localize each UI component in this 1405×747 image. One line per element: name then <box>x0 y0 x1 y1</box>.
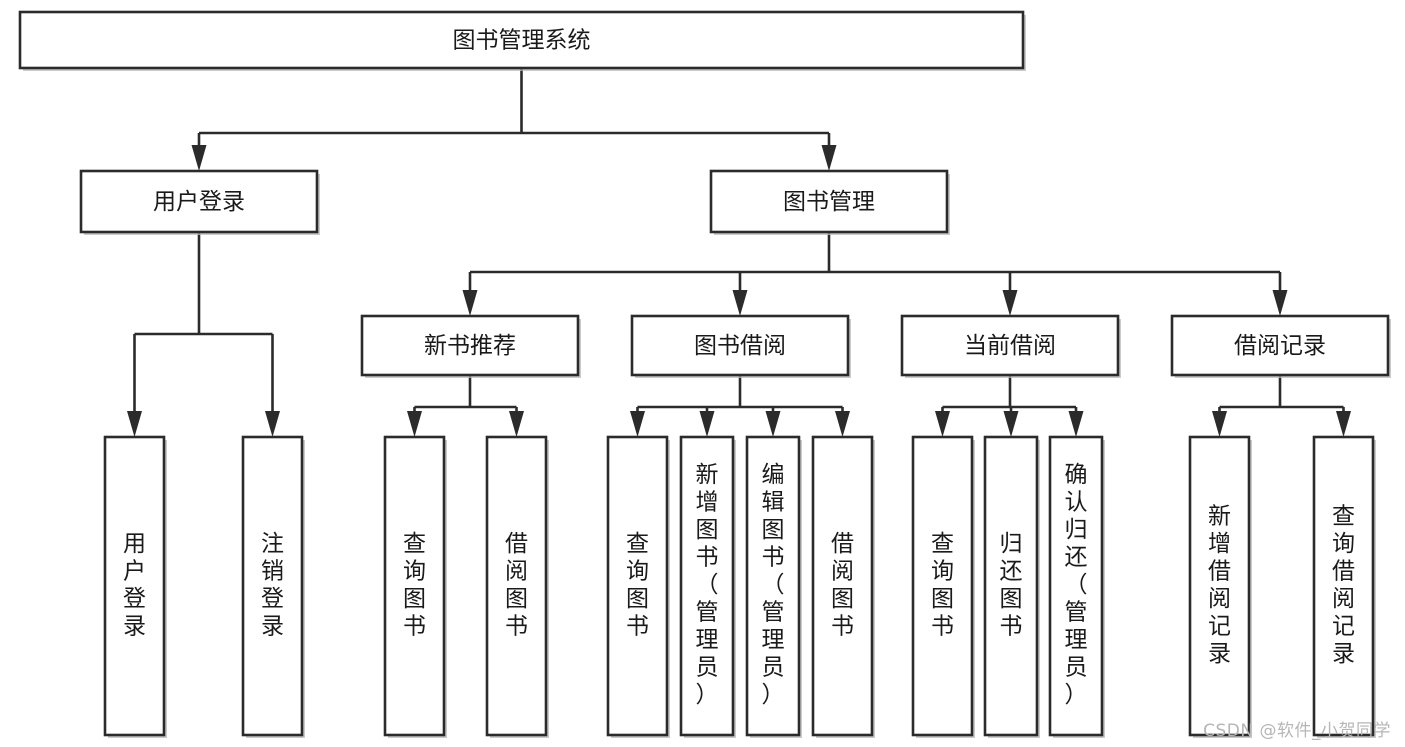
node-layer: 图书管理系统用户登录图书管理新书推荐图书借阅当前借阅借阅记录用户登录注销登录查询… <box>18 10 1391 738</box>
node-leaf-rec-query[interactable]: 查询借阅记录 <box>1312 435 1376 738</box>
node-l3-record[interactable]: 借阅记录 <box>1170 314 1391 378</box>
node-l3-new[interactable]: 新书推荐 <box>360 314 581 378</box>
node-box[interactable] <box>1312 435 1375 737</box>
csdn-watermark: CSDN @软件_小贺同学 <box>1203 721 1391 741</box>
node-leaf-cur-confirm[interactable]: 确认归还（管理员） <box>1048 435 1105 738</box>
node-label: 借阅图书 <box>831 531 854 640</box>
node-leaf-cur-query[interactable]: 查询图书 <box>911 435 975 738</box>
arrow-head-l3_record <box>1272 290 1288 316</box>
node-label: 确认归还（管理员） <box>1065 462 1088 708</box>
node-l2-book[interactable]: 图书管理 <box>709 169 950 235</box>
connector-group-l3_current <box>935 375 1084 437</box>
arrow-head-l3_borrow <box>732 290 748 316</box>
connector-group-root <box>191 68 837 171</box>
node-box[interactable] <box>900 314 1120 377</box>
node-label: 查询图书 <box>403 531 426 640</box>
arrow-head-leaf_rec_add <box>1212 411 1227 437</box>
arrow-head-l3_current <box>1002 290 1018 316</box>
arrow-head-leaf_user_logout <box>265 411 280 437</box>
node-label: 当前借阅 <box>964 333 1056 359</box>
node-label: 查询图书 <box>931 531 954 640</box>
node-label: 查询图书 <box>626 531 649 640</box>
node-l2-user[interactable]: 用户登录 <box>79 169 320 235</box>
connector-layer <box>127 68 1351 437</box>
node-box[interactable] <box>79 169 319 234</box>
node-box[interactable] <box>709 169 949 234</box>
node-label: 编辑图书（管理员） <box>762 462 785 708</box>
node-box[interactable] <box>630 314 850 377</box>
node-label: 用户登录 <box>123 531 146 640</box>
node-leaf-bw-add[interactable]: 新增图书（管理员） <box>679 435 736 738</box>
node-box[interactable] <box>911 435 974 737</box>
node-label: 借阅图书 <box>505 531 528 640</box>
arrow-head-l2_book <box>821 145 837 171</box>
node-label: 新增图书（管理员） <box>696 462 719 708</box>
connector-group-l3_borrow <box>630 375 850 437</box>
node-box[interactable] <box>983 435 1039 737</box>
node-leaf-cur-return[interactable]: 归还图书 <box>983 435 1040 738</box>
arrow-head-leaf_cur_return <box>1003 411 1019 437</box>
node-box[interactable] <box>1188 435 1251 737</box>
arrow-head-leaf_bw_borrow <box>835 411 850 437</box>
node-leaf-rec-add[interactable]: 新增借阅记录 <box>1188 435 1252 738</box>
node-l3-current[interactable]: 当前借阅 <box>900 314 1121 378</box>
node-leaf-bw-query[interactable]: 查询图书 <box>606 435 670 738</box>
node-label: 图书借阅 <box>694 333 786 359</box>
connector-group-l3_new <box>407 375 524 437</box>
arrow-head-leaf_bw_add <box>699 411 715 437</box>
arrow-head-leaf_new_borrow <box>509 411 524 437</box>
arrow-head-leaf_bw_query <box>630 411 645 437</box>
node-box[interactable] <box>485 435 548 737</box>
arrow-head-leaf_cur_confirm <box>1068 411 1084 437</box>
node-leaf-user-logout[interactable]: 注销登录 <box>241 435 305 738</box>
node-box[interactable] <box>383 435 446 737</box>
node-label: 借阅记录 <box>1234 333 1326 359</box>
node-label: 图书管理系统 <box>453 28 591 54</box>
node-box[interactable] <box>360 314 580 377</box>
node-leaf-bw-borrow[interactable]: 借阅图书 <box>811 435 875 738</box>
node-box[interactable] <box>103 435 166 737</box>
arrow-head-leaf_bw_edit <box>765 411 781 437</box>
arrow-head-leaf_rec_query <box>1336 411 1351 437</box>
node-box[interactable] <box>18 10 1025 70</box>
arrow-head-leaf_cur_query <box>935 411 950 437</box>
connector-group-l2_user <box>127 232 280 437</box>
node-leaf-bw-edit[interactable]: 编辑图书（管理员） <box>745 435 802 738</box>
node-label: 归还图书 <box>1000 531 1023 640</box>
node-label: 用户登录 <box>153 189 245 215</box>
connector-group-l3_record <box>1212 375 1351 437</box>
node-box[interactable] <box>1170 314 1390 377</box>
node-box[interactable] <box>811 435 874 737</box>
node-box[interactable] <box>745 435 801 737</box>
node-label: 查询借阅记录 <box>1332 503 1355 667</box>
node-box[interactable] <box>1048 435 1104 737</box>
arrow-head-leaf_user_login <box>127 411 142 437</box>
node-leaf-new-query[interactable]: 查询图书 <box>383 435 447 738</box>
arrow-head-l3_new <box>462 290 478 316</box>
node-box[interactable] <box>241 435 304 737</box>
node-leaf-user-login[interactable]: 用户登录 <box>103 435 167 738</box>
node-label: 新增借阅记录 <box>1208 503 1231 667</box>
node-box[interactable] <box>606 435 669 737</box>
node-l3-borrow[interactable]: 图书借阅 <box>630 314 851 378</box>
node-leaf-new-borrow[interactable]: 借阅图书 <box>485 435 549 738</box>
arrow-head-leaf_new_query <box>407 411 422 437</box>
arrow-head-l2_user <box>191 145 207 171</box>
node-box[interactable] <box>679 435 735 737</box>
node-label: 图书管理 <box>783 189 875 215</box>
connector-group-l2_book <box>462 232 1288 316</box>
node-label: 注销登录 <box>261 531 284 640</box>
node-label: 新书推荐 <box>424 333 516 359</box>
node-root[interactable]: 图书管理系统 <box>18 10 1026 71</box>
